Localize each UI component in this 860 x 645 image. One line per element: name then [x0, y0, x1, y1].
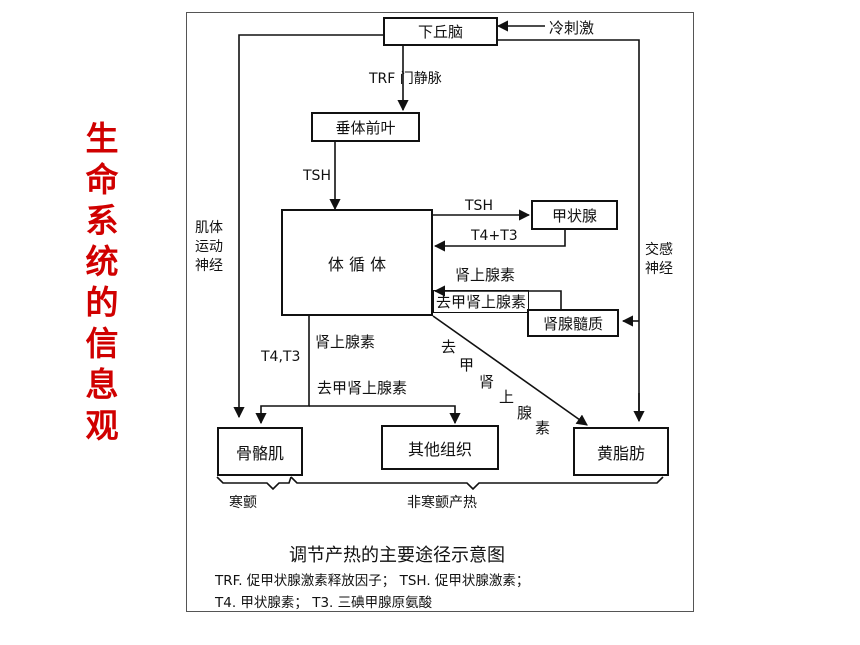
arrow-motor [233, 34, 383, 419]
box-hypothalamus: 下丘脑 [383, 17, 498, 46]
side-title-char: 统 [85, 242, 119, 281]
label-diag-char: 上 [499, 388, 515, 406]
arrow-brown-fat [432, 315, 588, 426]
label-adrenaline-1: 肾上腺素 [455, 266, 516, 284]
label-adrenaline-2: 肾上腺素 [315, 333, 376, 351]
label-diag-char: 去 [441, 338, 457, 356]
side-title-char: 观 [85, 406, 119, 445]
label-t4t3: T4+T3 [471, 228, 518, 244]
arrow-t4t3 [433, 230, 566, 252]
label-diag-char: 肾 [479, 373, 495, 391]
thermoregulation-diagram: 下丘脑 垂体前叶 体 循 体 甲状腺 肾腺髓质 骨骼肌 其他组织 黄脂肪 冷刺激… [186, 12, 694, 612]
arrow-adrenal [433, 285, 562, 309]
label-non-shiver: 非寒颤产热 [407, 495, 477, 511]
box-thyroid: 甲状腺 [531, 200, 618, 230]
line-sympathetic [498, 39, 640, 413]
connector-lines [216, 20, 664, 491]
brace-shiver [216, 476, 292, 491]
box-other-tissue: 其他组织 [381, 425, 499, 470]
brace-non-shiver [290, 476, 664, 491]
legend-line-2: T4. 甲状腺素； T3. 三碘甲腺原氨酸 [215, 595, 433, 611]
arrow-other [309, 405, 461, 425]
box-adrenal-medulla: 肾腺髓质 [527, 309, 619, 337]
label-trf-portal: TRF 门静脉 [369, 71, 442, 87]
box-skeletal-muscle: 骨骼肌 [217, 427, 303, 476]
label-cold: 冷刺激 [549, 19, 595, 37]
arrow-muscle [255, 311, 310, 425]
label-tsh-1: TSH [303, 168, 331, 184]
label-diag-char: 腺 [517, 404, 533, 422]
side-title-char: 息 [85, 365, 119, 404]
side-title-char: 的 [85, 283, 119, 322]
diagram-caption: 调节产热的主要途径示意图 [289, 545, 505, 566]
side-title-char: 系 [85, 201, 119, 240]
box-body-circulation: 体 循 体 [281, 209, 433, 316]
side-title-char: 命 [85, 160, 119, 199]
label-diag-char: 甲 [459, 356, 475, 374]
label-sympathetic: 交感 神经 [645, 242, 673, 277]
side-title-char: 信 [85, 324, 119, 363]
label-noradrenaline-1: 去甲肾上腺素 [433, 290, 530, 313]
label-diag-char: 素 [535, 419, 551, 437]
label-shiver: 寒颤 [229, 495, 257, 511]
box-brown-fat: 黄脂肪 [573, 427, 669, 476]
side-title: 生 命 系 统 的 信 息 观 [78, 118, 126, 446]
box-pituitary: 垂体前叶 [311, 112, 420, 142]
label-t4-t3-left: T4,T3 [261, 349, 301, 365]
label-motor-nerve: 肌体 运动 神经 [195, 220, 223, 274]
side-title-char: 生 [85, 119, 119, 158]
label-tsh-2: TSH [465, 198, 493, 214]
legend-line-1: TRF. 促甲状腺激素释放因子； TSH. 促甲状腺激素； [215, 573, 530, 589]
label-noradrenaline-2: 去甲肾上腺素 [317, 379, 408, 397]
